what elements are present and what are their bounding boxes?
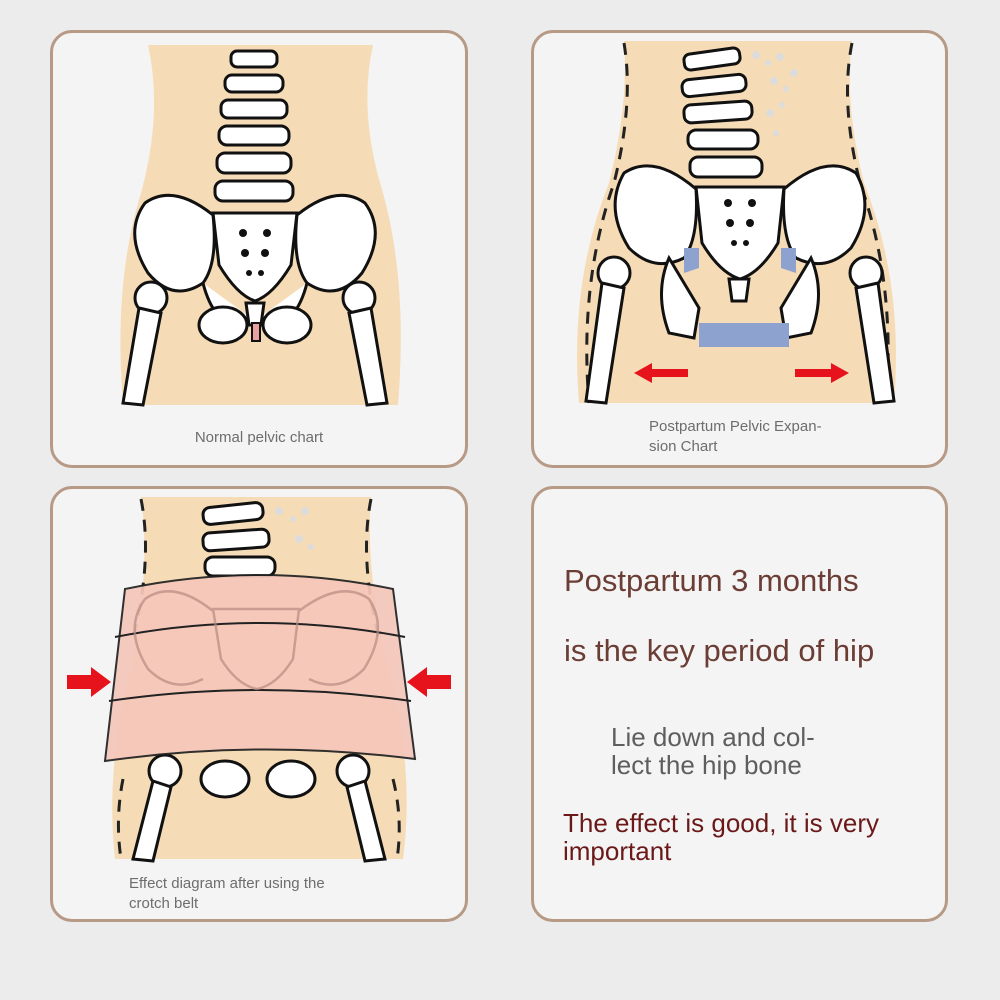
headline-line-1: Postpartum 3 months <box>564 563 859 598</box>
expansion-caption-line2: sion Chart <box>649 438 718 455</box>
tip-line-1: Lie down and col- <box>611 722 815 752</box>
headline-line-2: is the key period of hip <box>564 633 875 668</box>
displaced-vertebra-dots <box>752 51 798 136</box>
left-arrow-icon <box>634 363 688 383</box>
belt-effect-illustration <box>67 497 451 863</box>
emphasis-line-2: important <box>563 836 672 866</box>
belt-caption-line2: crotch belt <box>129 895 199 912</box>
expansion-caption: Postpartum Pelvic Expan- sion Chart <box>649 417 849 457</box>
expansion-pelvis-panel: Postpartum Pelvic Expan- sion Chart <box>531 30 948 468</box>
expansion-pelvis-illustration <box>577 41 896 405</box>
expansion-caption-line1: Postpartum Pelvic Expan- <box>649 418 822 435</box>
info-text-panel: Postpartum 3 months is the key period of… <box>531 486 948 922</box>
belt-caption: Effect diagram after using the crotch be… <box>129 874 389 914</box>
expanded-gap-band <box>699 323 789 347</box>
normal-gap-mark <box>251 322 261 342</box>
belt-effect-panel: Effect diagram after using the crotch be… <box>50 486 468 922</box>
emphasis-line-1: The effect is good, it is very <box>563 808 879 838</box>
tip-text: Lie down and col- lect the hip bone <box>611 723 851 779</box>
tip-line-2: lect the hip bone <box>611 750 802 780</box>
normal-pelvis-illustration <box>120 45 401 407</box>
right-arrow-icon <box>407 667 451 697</box>
left-arrow-icon <box>67 667 111 697</box>
emphasis-text: The effect is good, it is very important <box>563 809 923 865</box>
normal-caption: Normal pelvic chart <box>194 429 324 446</box>
normal-pelvis-panel: Normal pelvic chart <box>50 30 468 468</box>
belt-caption-line1: Effect diagram after using the <box>129 875 325 892</box>
right-arrow-icon <box>795 363 849 383</box>
belt-band-icon <box>103 574 417 763</box>
